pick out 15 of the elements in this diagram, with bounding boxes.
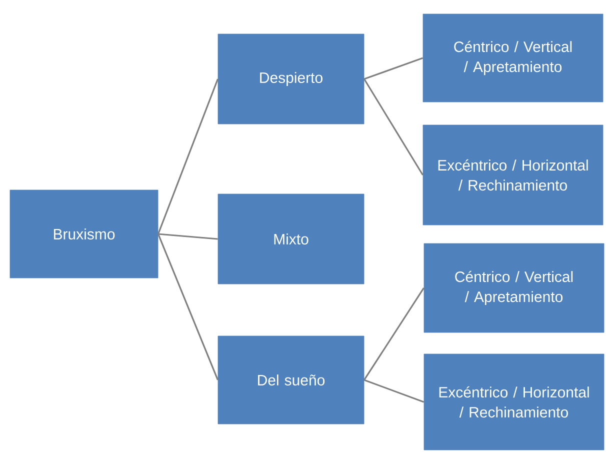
process-box: Bruxismo [10,190,158,278]
process-box: Céntrico / Vertical / Apretamiento [422,14,604,102]
process-box: Excéntrico / Horizontal / Rechinamiento [422,124,604,226]
connector-line [364,288,424,380]
connector-line [364,57,424,80]
process-box: Despierto [218,34,364,124]
process-box: Mixto [218,194,364,284]
connector-line [157,78,219,234]
process-box: Excéntrico / Horizontal / Rechinamiento [424,354,604,450]
process-box: Céntrico / Vertical / Apretamiento [424,243,604,333]
connector-line [364,78,424,176]
connector-line [158,233,218,240]
connector-line [157,234,219,380]
process-box: Del sueño [218,336,364,424]
connector-line [364,379,424,403]
